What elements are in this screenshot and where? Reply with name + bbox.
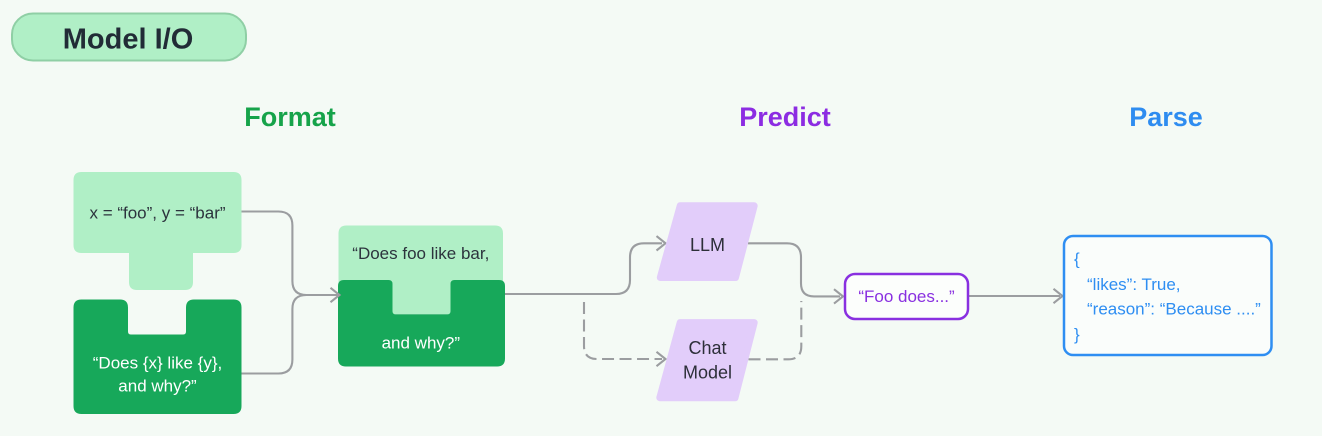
svg-text:“Foo does...”: “Foo does...” bbox=[858, 287, 955, 306]
svg-text:x = “foo”, y = “bar”: x = “foo”, y = “bar” bbox=[89, 204, 225, 223]
svg-text:“Does {x} like {y},: “Does {x} like {y}, bbox=[93, 354, 222, 373]
svg-text:Model I/O: Model I/O bbox=[63, 24, 194, 56]
svg-text:“likes”: True,: “likes”: True, bbox=[1087, 275, 1181, 294]
svg-text:Chat: Chat bbox=[688, 338, 726, 358]
svg-text:Format: Format bbox=[244, 102, 336, 132]
svg-text:LLM: LLM bbox=[690, 235, 725, 255]
svg-text:and why?”: and why?” bbox=[382, 334, 461, 353]
svg-text:Parse: Parse bbox=[1129, 102, 1203, 132]
svg-text:“Does foo like bar,: “Does foo like bar, bbox=[352, 244, 489, 263]
svg-text:and why?”: and why?” bbox=[118, 377, 197, 396]
svg-text:}: } bbox=[1074, 325, 1080, 344]
svg-text:{: { bbox=[1074, 250, 1080, 269]
svg-text:Predict: Predict bbox=[739, 102, 831, 132]
svg-text:Model: Model bbox=[683, 363, 732, 383]
svg-text:“reason”: “Because ....”: “reason”: “Because ....” bbox=[1087, 300, 1261, 319]
